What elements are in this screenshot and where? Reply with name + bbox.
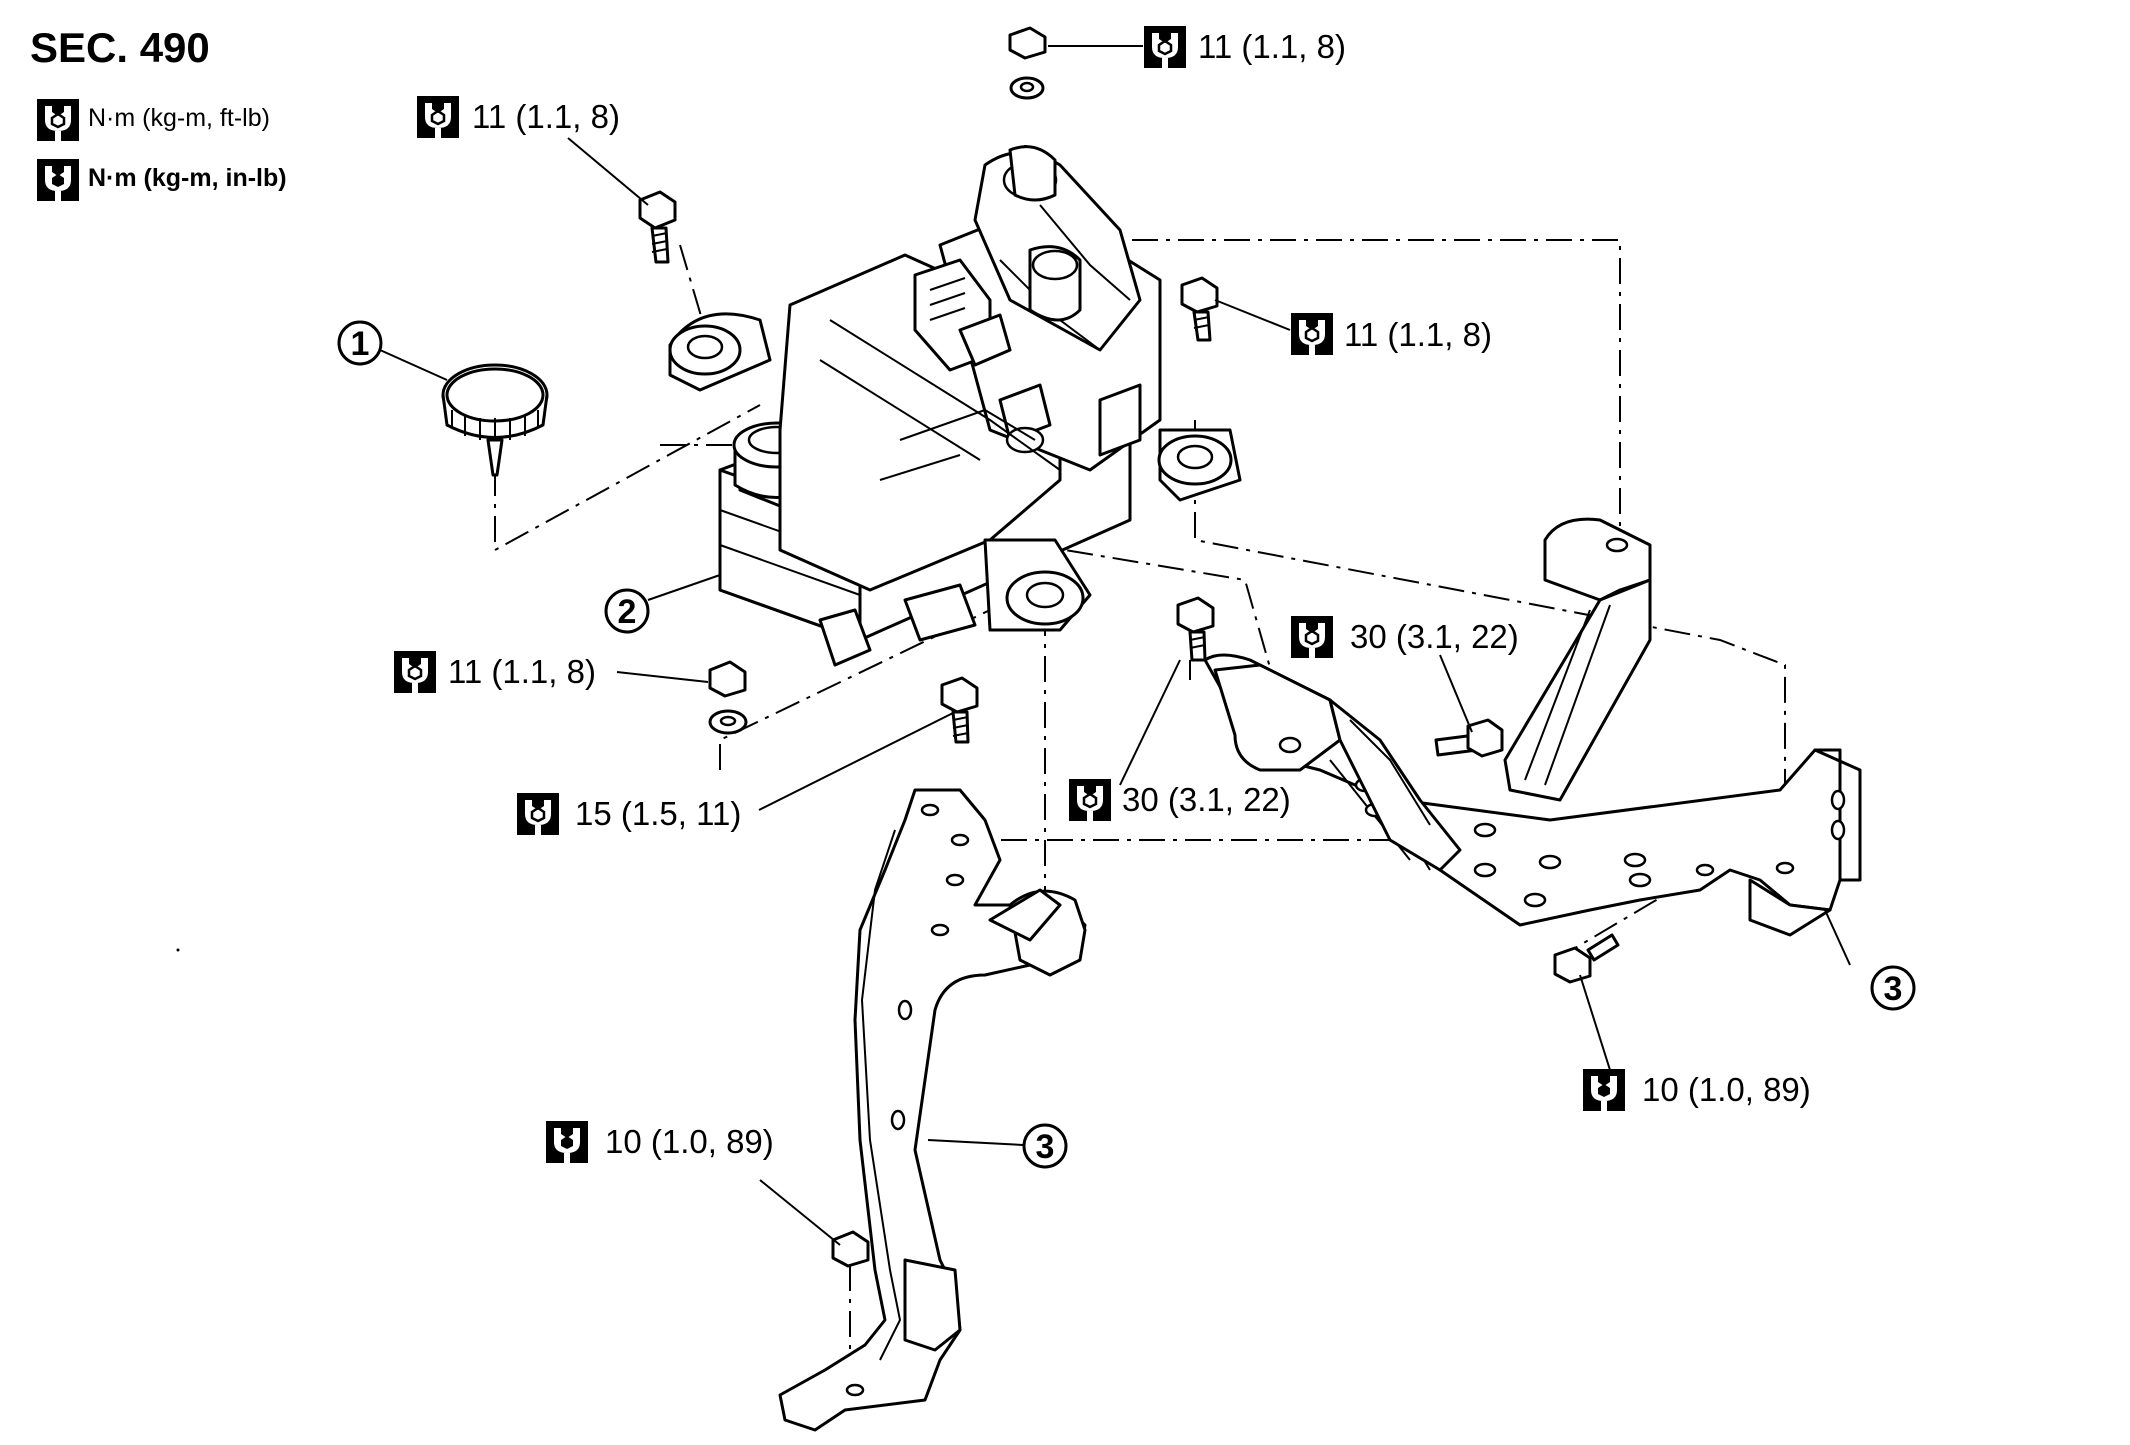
actuator-assembly [778, 151, 1162, 592]
bolt-bracket-top [1176, 596, 1215, 662]
callout-3-right: 3 [1870, 965, 1916, 1011]
torque-label-15: 15 (1.5, 11) [516, 792, 741, 836]
stray-dot [176, 948, 180, 952]
torque-value: 10 (1.0, 89) [1642, 1071, 1811, 1108]
torque-label-30-upper: 30 (3.1, 22) [1290, 615, 1519, 659]
legend-plain: N·m (kg-m, ft-lb) [36, 98, 270, 142]
callout-1: 1 [337, 320, 383, 366]
bracket-lower [778, 788, 1087, 1432]
torque-wrench-filled-icon [546, 1121, 588, 1163]
bolt-horizontal-30 [1434, 718, 1504, 758]
callout-number: 1 [351, 325, 370, 363]
torque-wrench-icon [1143, 25, 1187, 69]
legend-filled: N·m (kg-m, in-lb) [37, 159, 287, 201]
torque-label-upper-left: 11 (1.1, 8) [416, 95, 620, 139]
callout-number: 3 [1884, 970, 1903, 1008]
torque-wrench-icon [36, 98, 80, 142]
torque-wrench-icon [1290, 312, 1334, 356]
torque-value: 15 (1.5, 11) [575, 795, 741, 832]
mount-plate-center [1213, 663, 1462, 872]
torque-wrench-filled-icon [37, 159, 79, 201]
torque-wrench-filled-icon [1583, 1069, 1625, 1111]
bolt-upper-left [638, 190, 677, 264]
torque-wrench-icon [1290, 615, 1334, 659]
bolt-center [940, 676, 979, 744]
torque-value: 30 (3.1, 22) [1122, 781, 1291, 818]
torque-wrench-icon [393, 650, 437, 694]
bolt-diagonal-10 [1553, 933, 1620, 984]
legend-plain-unit: N·m (kg-m, ft-lb) [88, 104, 270, 132]
torque-wrench-icon [416, 95, 460, 139]
nut-left [708, 660, 748, 735]
callout-2: 2 [604, 588, 650, 634]
torque-value: 10 (1.0, 89) [605, 1123, 774, 1160]
torque-value: 30 (3.1, 22) [1350, 618, 1519, 655]
torque-label-10-lower: 10 (1.0, 89) [546, 1121, 774, 1163]
legend-filled-unit: N·m (kg-m, in-lb) [88, 164, 287, 192]
torque-label-10-right: 10 (1.0, 89) [1583, 1069, 1811, 1111]
leader-lines [379, 45, 1851, 1246]
assembly-mount-bosses [668, 145, 1242, 632]
torque-value: 11 (1.1, 8) [1344, 316, 1492, 353]
torque-label-30-lower: 30 (3.1, 22) [1068, 778, 1291, 822]
nut-top [1008, 26, 1047, 100]
torque-label-top: 11 (1.1, 8) [1143, 25, 1346, 69]
torque-label-right-upper: 11 (1.1, 8) [1290, 312, 1492, 356]
reservoir-cap [441, 363, 549, 477]
torque-label-left: 11 (1.1, 8) [393, 650, 596, 694]
callout-3-lower: 3 [1022, 1123, 1068, 1169]
torque-wrench-icon [516, 792, 560, 836]
callout-number: 2 [618, 593, 637, 631]
torque-value: 11 (1.1, 8) [1198, 28, 1346, 65]
torque-wrench-icon [1068, 778, 1112, 822]
torque-value: 11 (1.1, 8) [472, 98, 620, 135]
torque-value: 11 (1.1, 8) [448, 653, 596, 690]
bolt-right-upper [1180, 276, 1219, 342]
callout-number: 3 [1036, 1128, 1055, 1166]
nut-bottom [831, 1230, 870, 1268]
section-title: SEC. 490 [30, 24, 210, 71]
